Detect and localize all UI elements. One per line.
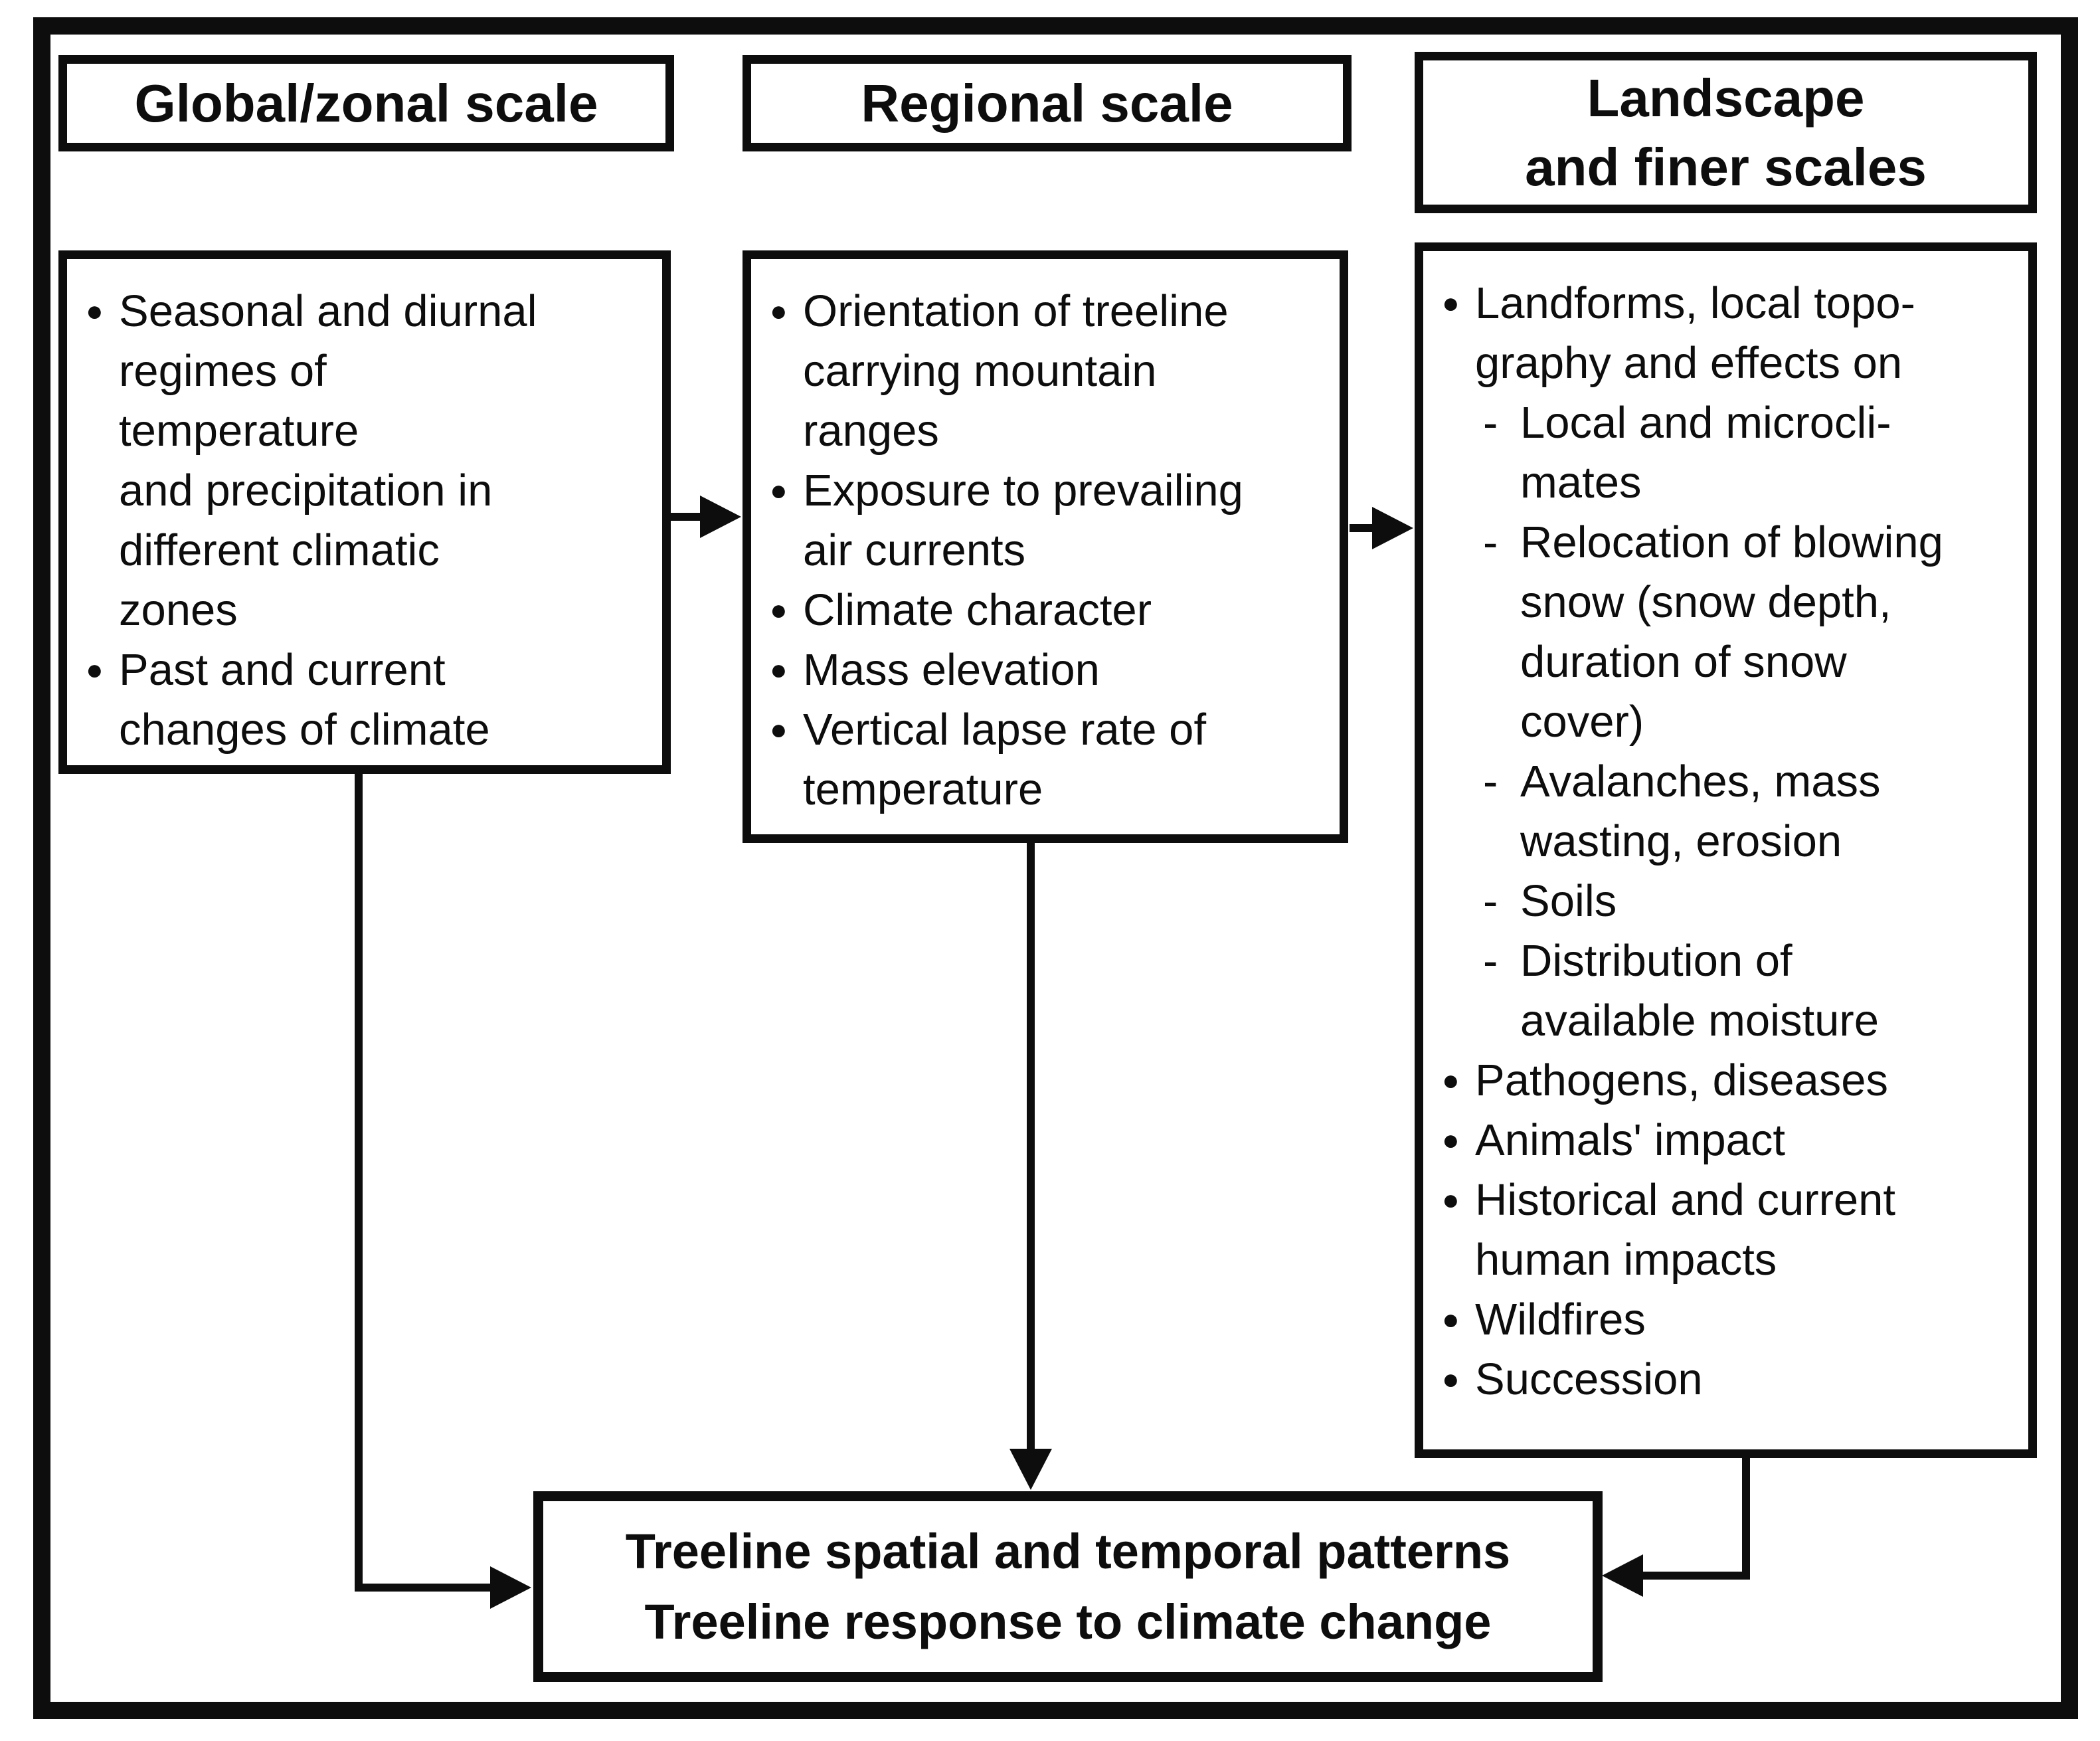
list-item-text: Orientation of treeline carrying mountai… [803, 286, 1229, 456]
list-item-text: Landforms, local topo- graphy and effect… [1475, 278, 1915, 388]
list-item-text: Distribution of available moisture [1520, 936, 1879, 1046]
list-item: ● Pathogens, diseases [1442, 1051, 2015, 1111]
dash-icon: - [1483, 757, 1498, 806]
list-item: ● Succession [1442, 1350, 2015, 1410]
list-item: ● Climate character [770, 581, 1326, 640]
bullet-icon: ● [86, 654, 104, 686]
bullet-icon: ● [1442, 1303, 1460, 1336]
bullet-icon: ● [770, 474, 788, 507]
bullet-icon: ● [770, 594, 788, 626]
list-item-text: Succession [1475, 1354, 1703, 1404]
list-item: ● Animals' impact [1442, 1111, 2015, 1170]
header-regional-scale: Regional scale [743, 55, 1352, 151]
list-subitem: - Avalanches, mass wasting, erosion [1483, 752, 2015, 871]
outer-border [33, 17, 2078, 1719]
header-label: Regional scale [861, 73, 1233, 133]
list-item-text: Historical and current human impacts [1475, 1175, 1896, 1285]
list-item-text: Wildfires [1475, 1295, 1646, 1344]
outcome-line-2: Treeline response to climate change [644, 1594, 1492, 1649]
list-item-text: Past and current changes of climate [119, 645, 490, 755]
bullet-icon: ● [1442, 1124, 1460, 1156]
list-item: ● Past and current changes of climate [86, 640, 649, 760]
factor-list: ● Orientation of treeline carrying mount… [770, 282, 1326, 820]
bullet-icon: ● [770, 654, 788, 686]
bullet-icon: ● [770, 713, 788, 746]
header-label: Landscape and finer scales [1525, 68, 1927, 197]
bullet-icon: ● [86, 295, 104, 327]
bullet-icon: ● [1442, 1064, 1460, 1097]
dash-icon: - [1483, 517, 1498, 567]
list-item: ● Exposure to prevailing air currents [770, 461, 1326, 581]
bullet-icon: ● [770, 295, 788, 327]
factor-list: ● Seasonal and diurnal regimes of temper… [86, 282, 649, 760]
bullet-icon: ● [1442, 1363, 1460, 1396]
list-item: ● Vertical lapse rate of temperature [770, 700, 1326, 820]
list-subitem: - Relocation of blowing snow (snow depth… [1483, 513, 2015, 752]
list-item-text: Vertical lapse rate of temperature [803, 705, 1207, 814]
box-regional-factors: ● Orientation of treeline carrying mount… [743, 250, 1348, 843]
box-global-zonal-factors: ● Seasonal and diurnal regimes of temper… [58, 250, 671, 774]
list-item-text: Avalanches, mass wasting, erosion [1520, 757, 1881, 866]
dash-icon: - [1483, 876, 1498, 926]
list-item-text: Soils [1520, 876, 1617, 926]
list-subitem: - Soils [1483, 871, 2015, 931]
list-item-text: Relocation of blowing snow (snow depth, … [1520, 517, 1943, 747]
list-item: ● Mass elevation [770, 640, 1326, 700]
list-item-text: Animals' impact [1475, 1115, 1786, 1165]
list-item-text: Climate character [803, 585, 1152, 635]
list-subitem: - Distribution of available moisture [1483, 931, 2015, 1051]
outcome-box: Treeline spatial and temporal patterns T… [533, 1491, 1603, 1682]
list-subitem: - Local and microcli- mates [1483, 393, 2015, 513]
outcome-line-1: Treeline spatial and temporal patterns [625, 1523, 1511, 1579]
list-item: ● Landforms, local topo- graphy and effe… [1442, 274, 2015, 393]
list-item-text: Exposure to prevailing air currents [803, 466, 1243, 575]
list-item: ● Orientation of treeline carrying mount… [770, 282, 1326, 461]
list-item-text: Local and microcli- mates [1520, 398, 1891, 507]
header-landscape-finer-scales: Landscape and finer scales [1415, 52, 2037, 213]
bullet-icon: ● [1442, 1184, 1460, 1216]
header-label: Global/zonal scale [134, 73, 598, 133]
list-item-text: Seasonal and diurnal regimes of temperat… [119, 286, 537, 635]
list-item-text: Mass elevation [803, 645, 1100, 695]
list-item: ● Historical and current human impacts [1442, 1170, 2015, 1290]
bullet-icon: ● [1442, 287, 1460, 320]
header-global-zonal-scale: Global/zonal scale [58, 55, 674, 151]
list-item-text: Pathogens, diseases [1475, 1055, 1889, 1105]
dash-icon: - [1483, 936, 1498, 986]
factor-list: ● Landforms, local topo- graphy and effe… [1442, 274, 2015, 1410]
box-landscape-factors: ● Landforms, local topo- graphy and effe… [1415, 242, 2037, 1458]
dash-icon: - [1483, 398, 1498, 448]
list-item: ● Seasonal and diurnal regimes of temper… [86, 282, 649, 640]
list-item: ● Wildfires [1442, 1290, 2015, 1350]
